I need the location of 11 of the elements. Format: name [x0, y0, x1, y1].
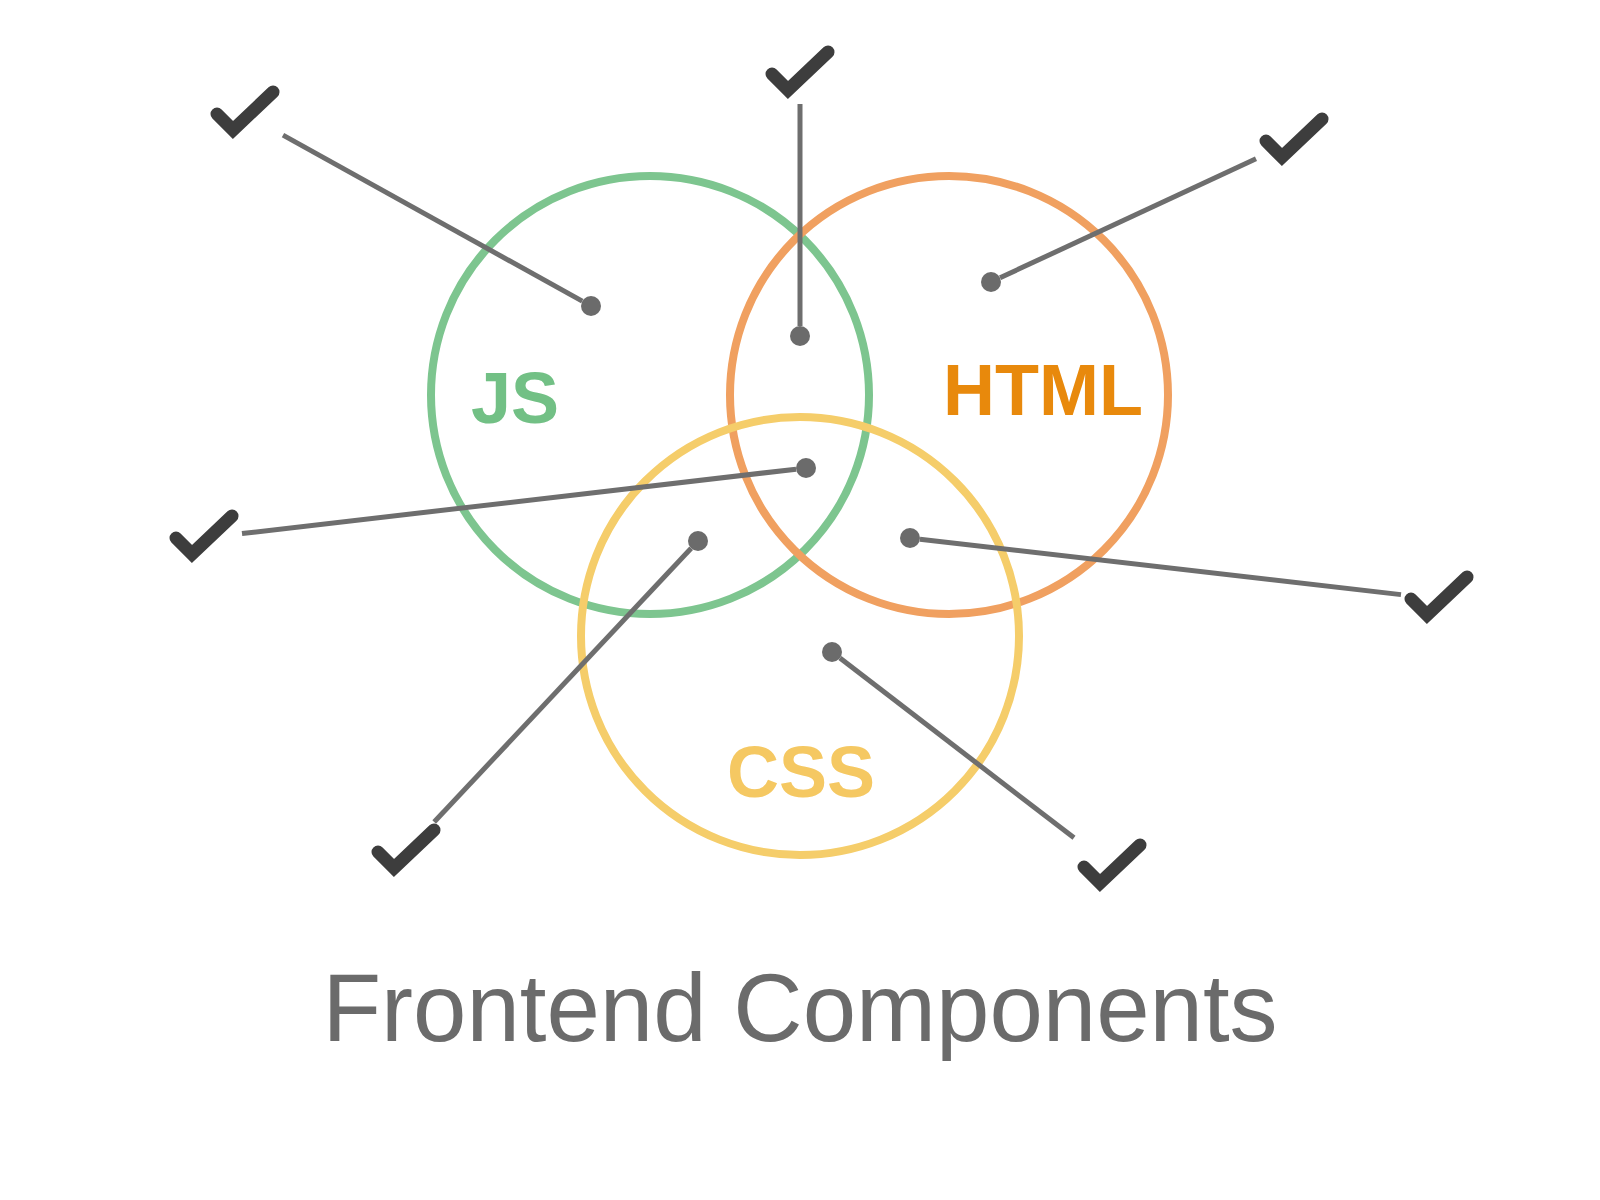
- leader-line: [797, 104, 803, 326]
- leader-line: [999, 156, 1258, 281]
- leader-line: [432, 546, 693, 824]
- leader-line: [281, 132, 584, 304]
- circle-label: CSS: [727, 736, 875, 808]
- diagram-title: Frontend Components: [322, 954, 1278, 1061]
- circle-label: HTML: [943, 354, 1143, 426]
- circle-label: JS: [470, 362, 560, 434]
- leader-line: [919, 536, 1402, 598]
- leader-line: [838, 656, 1076, 840]
- leader-line: [241, 466, 797, 537]
